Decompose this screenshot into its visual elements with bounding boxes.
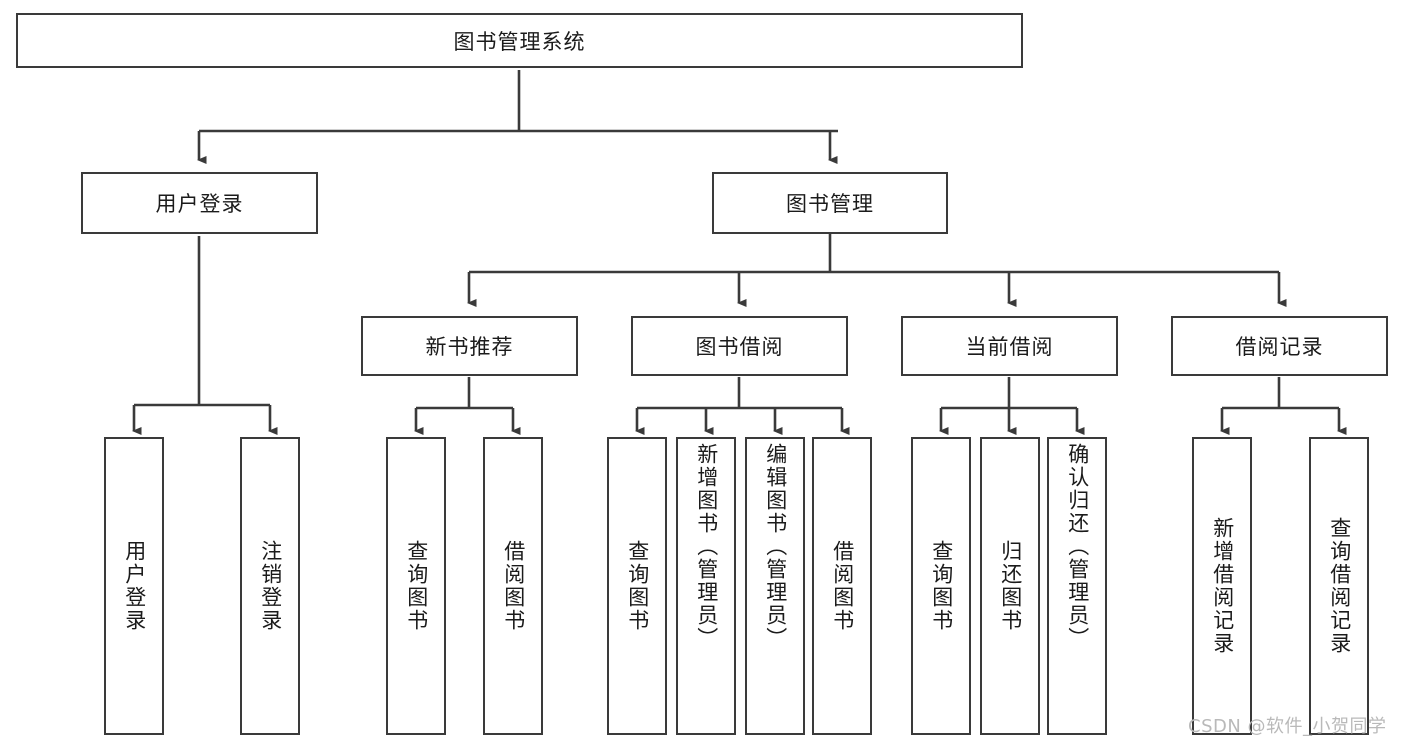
leaf-logout-label: 注销登录: [258, 540, 283, 632]
node-new-book-rec-label: 新书推荐: [425, 335, 514, 359]
node-book-borrow-label: 图书借阅: [695, 335, 784, 359]
leaf-user-login[interactable]: 用户登录: [104, 437, 164, 735]
node-current-borrow-label: 当前借阅: [965, 335, 1054, 359]
leaf-query-record-label: 查询借阅记录: [1327, 517, 1352, 655]
leaf-user-login-label: 用户登录: [122, 540, 147, 632]
leaf-return-book[interactable]: 归还图书: [980, 437, 1040, 735]
node-current-borrow[interactable]: 当前借阅: [901, 316, 1118, 376]
leaf-query-record[interactable]: 查询借阅记录: [1309, 437, 1369, 735]
node-borrow-record[interactable]: 借阅记录: [1171, 316, 1388, 376]
node-new-book-rec[interactable]: 新书推荐: [361, 316, 578, 376]
leaf-query-book-2[interactable]: 查询图书: [607, 437, 667, 735]
leaf-confirm-return-label: 确认归还（管理员）: [1065, 443, 1090, 650]
leaf-query-book-2-label: 查询图书: [625, 540, 650, 632]
node-book-manage-label: 图书管理: [786, 192, 874, 216]
leaf-query-book-1-label: 查询图书: [404, 540, 429, 632]
leaf-confirm-return[interactable]: 确认归还（管理员）: [1047, 437, 1107, 735]
node-user-login-label: 用户登录: [155, 192, 244, 216]
leaf-query-book-3[interactable]: 查询图书: [911, 437, 971, 735]
leaf-borrow-book-2-label: 借阅图书: [830, 540, 855, 632]
leaf-borrow-book-1-label: 借阅图书: [501, 540, 526, 632]
leaf-add-record[interactable]: 新增借阅记录: [1192, 437, 1252, 735]
leaf-borrow-book-1[interactable]: 借阅图书: [483, 437, 543, 735]
csdn-watermark: CSDN @软件_小贺同学: [1188, 716, 1387, 737]
leaf-add-record-label: 新增借阅记录: [1210, 517, 1235, 655]
node-borrow-record-label: 借阅记录: [1235, 335, 1324, 359]
leaf-logout[interactable]: 注销登录: [240, 437, 300, 735]
leaf-borrow-book-2[interactable]: 借阅图书: [812, 437, 872, 735]
leaf-query-book-3-label: 查询图书: [929, 540, 954, 632]
leaf-edit-book[interactable]: 编辑图书（管理员）: [745, 437, 805, 735]
node-book-manage[interactable]: 图书管理: [712, 172, 948, 234]
node-root[interactable]: 图书管理系统: [16, 13, 1023, 68]
node-root-label: 图书管理系统: [453, 29, 586, 54]
leaf-return-book-label: 归还图书: [998, 540, 1023, 632]
leaf-add-book[interactable]: 新增图书（管理员）: [676, 437, 736, 735]
node-user-login[interactable]: 用户登录: [81, 172, 318, 234]
leaf-add-book-label: 新增图书（管理员）: [694, 443, 719, 650]
leaf-query-book-1[interactable]: 查询图书: [386, 437, 446, 735]
leaf-edit-book-label: 编辑图书（管理员）: [763, 443, 788, 650]
node-book-borrow[interactable]: 图书借阅: [631, 316, 848, 376]
